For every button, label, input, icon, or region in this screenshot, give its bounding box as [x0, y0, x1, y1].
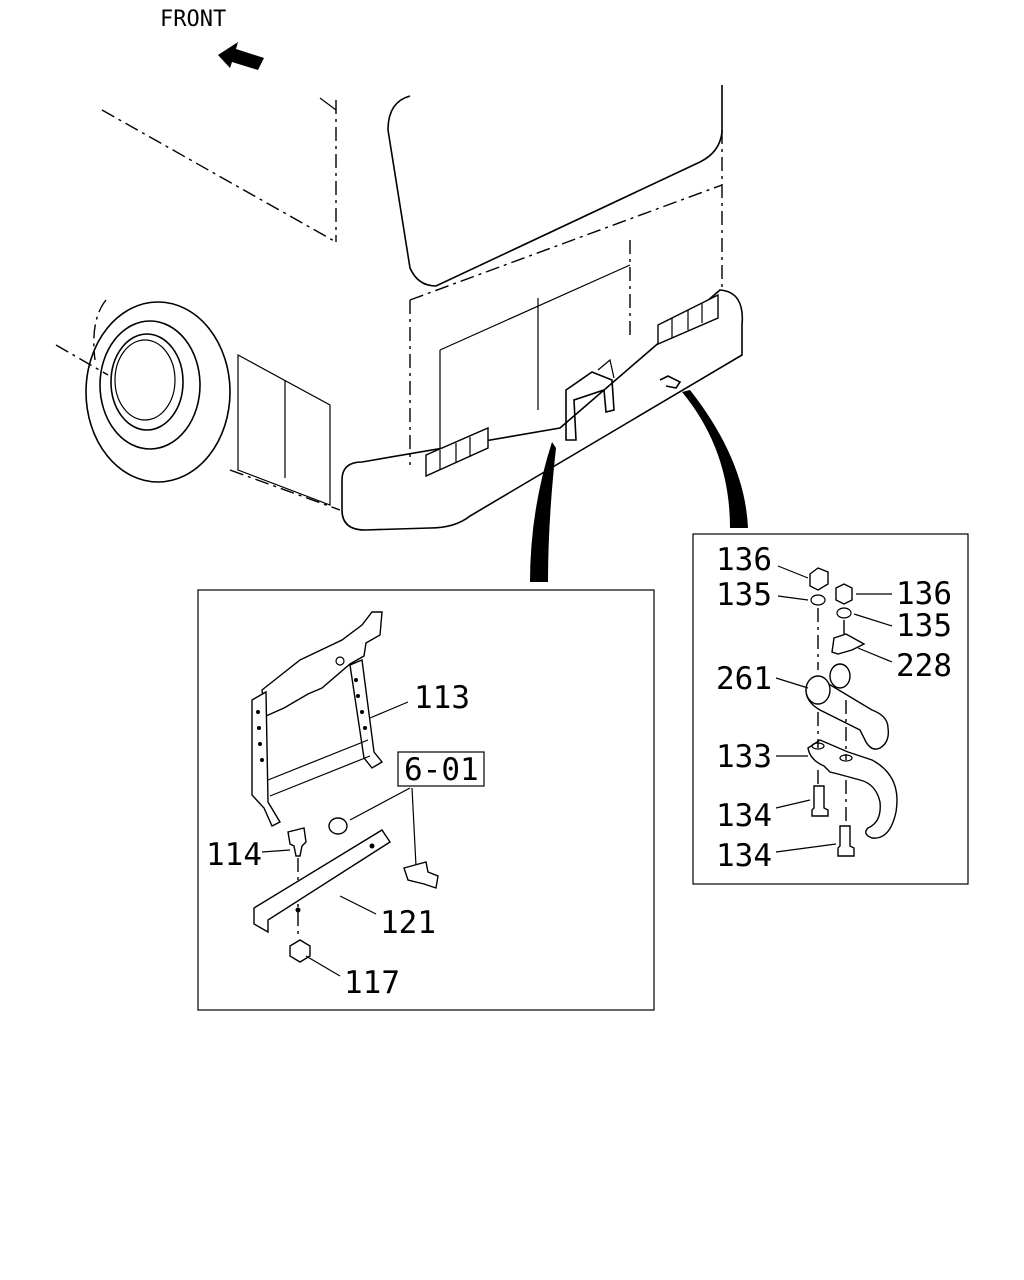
front-label: FRONT — [160, 7, 226, 32]
label-121: 121 — [380, 905, 436, 941]
label-135-a: 135 — [716, 577, 772, 613]
label-228: 228 — [896, 648, 952, 684]
ref-box — [397, 751, 485, 787]
nut-117 — [289, 939, 311, 963]
label-261: 261 — [716, 661, 772, 697]
bracket-121 — [253, 829, 391, 934]
label-135-b: 135 — [896, 608, 952, 644]
bolt-114 — [287, 827, 307, 857]
left-detail-pointer — [530, 442, 556, 582]
label-136-b: 136 — [896, 576, 952, 612]
label-136-a: 136 — [716, 542, 772, 578]
nut-136-a — [809, 567, 829, 591]
frame-bracket — [261, 611, 383, 718]
label-113: 113 — [414, 680, 470, 716]
hook-133 — [807, 739, 898, 839]
vehicle-cab — [55, 85, 744, 531]
bolt-134-b — [837, 825, 855, 857]
label-133: 133 — [716, 739, 772, 775]
bolt-134-a — [811, 785, 829, 817]
right-detail-box: 136 135 136 135 228 261 133 — [692, 533, 969, 885]
right-detail-pointer — [682, 390, 748, 528]
nut-136-b — [835, 583, 853, 605]
label-134-a: 134 — [716, 798, 772, 834]
label-114: 114 — [206, 837, 262, 873]
label-6-01: 6-01 — [404, 752, 479, 788]
front-arrow-icon — [218, 42, 264, 70]
left-detail-box: 113 6-01 114 121 117 — [197, 589, 655, 1011]
label-117: 117 — [344, 965, 400, 1001]
label-134-b: 134 — [716, 838, 772, 874]
plate-228 — [831, 633, 866, 655]
